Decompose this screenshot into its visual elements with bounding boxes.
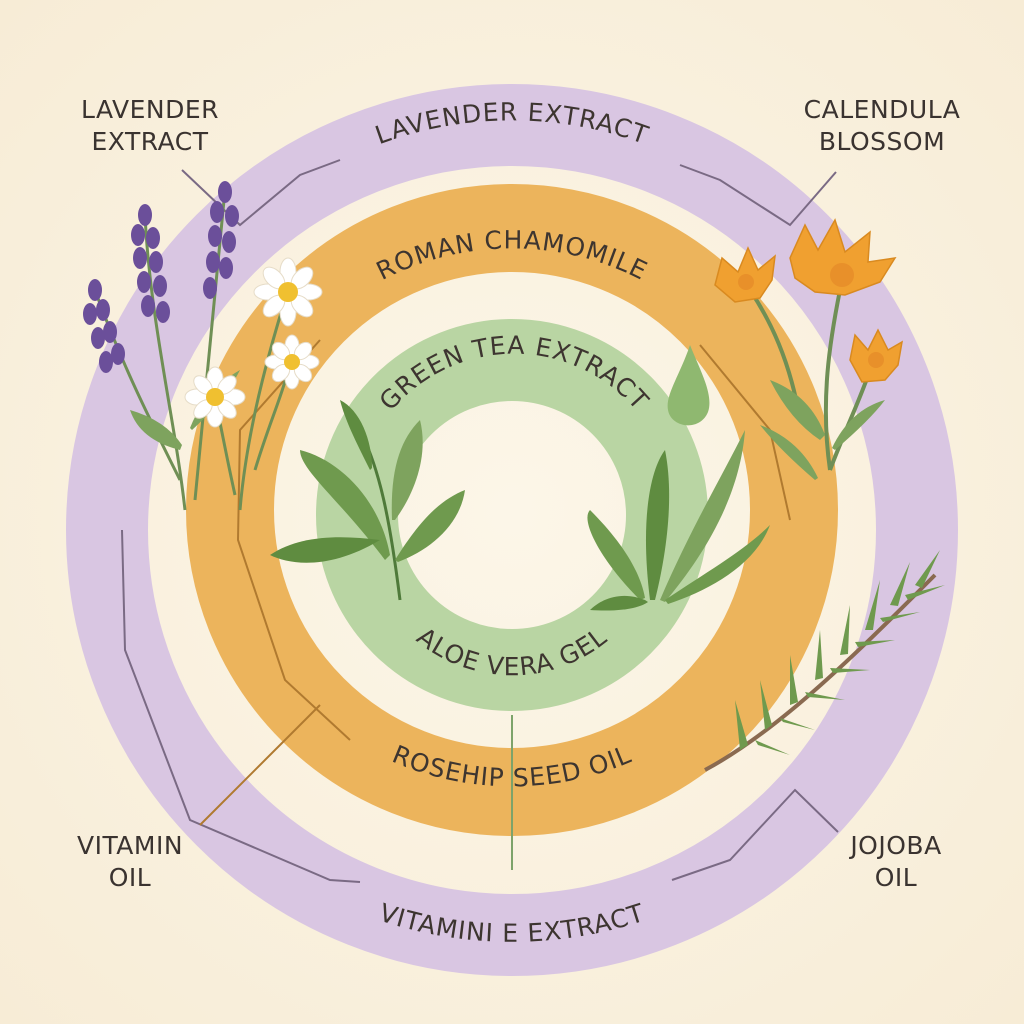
outer-bottom-right-line	[671, 788, 839, 881]
middle-left-line	[199, 704, 321, 826]
green-tea-leaf-icon	[270, 400, 465, 601]
label-lavender-line2: EXTRACT	[91, 127, 209, 156]
label-calendula-blossom: CALENDULA BLOSSOM	[792, 94, 972, 158]
calendula-flower-icon	[714, 218, 904, 480]
label-jojoba-line2: OIL	[874, 863, 918, 892]
chamomile-flower-icon	[184, 257, 323, 511]
connector-lines	[121, 159, 839, 883]
label-calendula-line2: BLOSSOM	[818, 127, 946, 156]
label-vitamin-line1: VITAMIN	[76, 831, 184, 860]
water-drop-icon	[667, 345, 710, 426]
aloe-vera-icon	[587, 430, 770, 611]
label-jojoba-line1: JOJOBA	[850, 831, 942, 860]
outer-left-line	[121, 529, 361, 883]
label-jojoba-oil: JOJOBA OIL	[826, 830, 966, 894]
outer-ring	[66, 84, 958, 976]
outer-top-right-line	[679, 164, 837, 227]
rosemary-sprig-icon	[704, 550, 945, 772]
outer-top-left-line	[181, 159, 341, 227]
label-calendula-line1: CALENDULA	[803, 95, 961, 124]
label-vitamin-oil: VITAMIN OIL	[60, 830, 200, 894]
label-vitamin-line2: OIL	[108, 863, 152, 892]
label-lavender-extract: LAVENDER EXTRACT	[70, 94, 230, 158]
label-lavender-line1: LAVENDER	[80, 95, 220, 124]
inner-ring	[316, 319, 708, 711]
middle-top-left-line	[236, 339, 351, 741]
